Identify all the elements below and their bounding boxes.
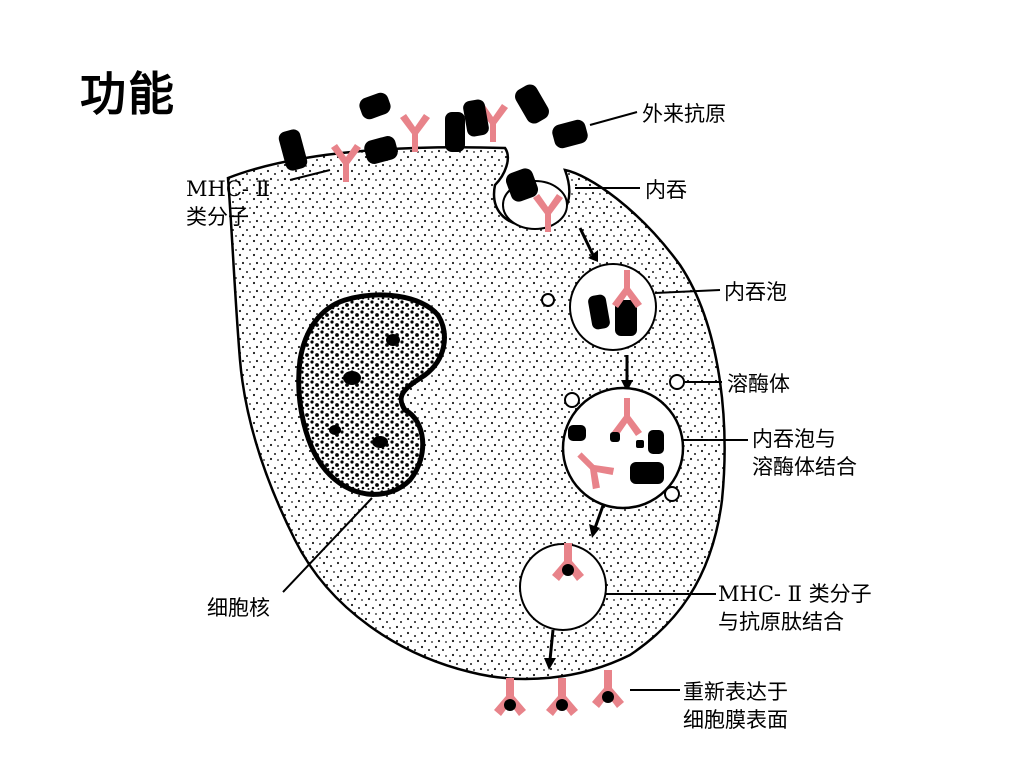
- label-fusion-line2: 溶酶体结合: [752, 455, 857, 479]
- slide-title: 功能: [80, 67, 176, 121]
- label-mhc-ii-line1: MHC- Ⅱ: [186, 177, 270, 201]
- nucleus: [296, 292, 447, 497]
- label-fusion: 内吞泡与 溶酶体结合: [752, 425, 857, 481]
- label-fusion-line1: 内吞泡与: [752, 427, 836, 451]
- label-endocytosis: 内吞: [645, 178, 687, 202]
- pathway-arrows: [544, 227, 633, 670]
- label-reexpress-line1: 重新表达于: [683, 680, 788, 704]
- label-mhc-ii-line2: 类分子: [186, 205, 249, 229]
- endosome: [569, 263, 657, 351]
- lysosome: [669, 374, 685, 390]
- label-reexpress: 重新表达于 细胞膜表面: [683, 678, 788, 734]
- label-lysosome: 溶酶体: [727, 372, 790, 396]
- label-nucleus: 细胞核: [207, 596, 270, 620]
- mhc-peptide-vesicle: [519, 543, 607, 631]
- label-endosome: 内吞泡: [724, 280, 787, 304]
- fusion-vesicle: [561, 386, 685, 510]
- label-binding: MHC- Ⅱ 类分子 与抗原肽结合: [718, 580, 872, 636]
- label-reexpress-line2: 细胞膜表面: [683, 708, 788, 732]
- extracellular-antigens: [278, 84, 588, 171]
- label-binding-line1: MHC- Ⅱ 类分子: [718, 582, 872, 606]
- leader-lines: [282, 111, 748, 691]
- label-binding-line2: 与抗原肽结合: [718, 610, 844, 634]
- label-foreign-antigen: 外来抗原: [642, 102, 726, 126]
- label-mhc-ii: MHC- Ⅱ 类分子: [186, 175, 270, 231]
